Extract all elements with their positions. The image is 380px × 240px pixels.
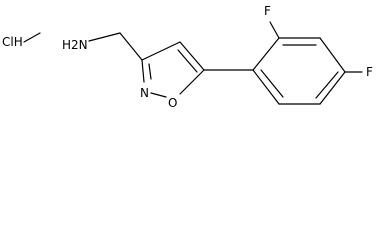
phenyl-bond-1 [252, 37, 280, 71]
phenyl-bond-6 [252, 69, 280, 105]
phenyl-inner-bond-4 [315, 71, 339, 99]
c-f-ortho-bond [269, 21, 280, 39]
o-n-bond [150, 92, 167, 98]
amine-label: H2N [62, 38, 88, 52]
c3-c4-bond [141, 41, 181, 61]
phenyl-bond-4 [319, 71, 346, 105]
c4-c5-bond [179, 41, 205, 71]
ch2-c3-bond [119, 32, 143, 61]
difluorophenyl-ring [252, 37, 346, 105]
ring-oxygen-label: O [168, 96, 177, 110]
hcl-label: ClH [2, 35, 23, 49]
c4-c5-double-bond [177, 49, 198, 73]
phenyl-inner-bond-6 [260, 69, 284, 98]
hydrochloride: ClH [2, 32, 41, 49]
isoxazole-ring: N O [140, 41, 205, 110]
ring-nitrogen-label: N [140, 86, 149, 100]
c5-o-bond [179, 69, 205, 95]
fluorine-ortho-label: F [264, 4, 271, 18]
phenyl-bond-3 [319, 37, 346, 73]
ch2-n-bond [88, 32, 121, 42]
n-c3-double-bond [148, 63, 152, 80]
fluorine-para-label: F [366, 65, 373, 79]
hcl-bond [23, 32, 41, 43]
n-c3-bond [141, 59, 145, 83]
chemical-structure: ClH H2N N O F F [2, 4, 373, 110]
